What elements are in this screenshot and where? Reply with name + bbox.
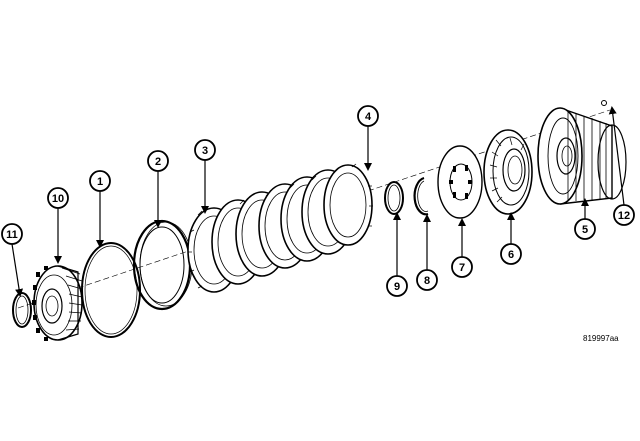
svg-text:8: 8 [424,275,430,287]
svg-text:5: 5 [582,224,588,236]
disc-07 [323,164,373,246]
svg-text:10: 10 [52,193,64,205]
part-6-piston [483,129,533,215]
svg-text:7: 7 [459,262,465,274]
part-11-snap-ring [12,292,32,328]
svg-text:3: 3 [202,145,208,157]
callout-4: 4 [357,105,379,127]
callout-3: 3 [194,139,216,161]
part-5-clutch-drum [537,107,627,205]
svg-text:9: 9 [394,281,400,293]
svg-text:11: 11 [6,229,18,241]
part-10-gear-hub [32,265,83,341]
svg-text:1: 1 [97,176,103,188]
svg-text:2: 2 [155,156,161,168]
callout-7: 7 [451,256,473,278]
part-2-ring-plate [132,219,193,311]
part-9-snap-ring [384,181,404,215]
part-7-spring-plate [437,145,483,219]
part-1-snap-ring [81,242,141,338]
disc-teeth [188,163,373,289]
svg-text:12: 12 [618,210,630,222]
part-8-snap-ring [413,176,429,216]
callout-10: 10 [47,187,69,209]
clutch-pack-discs [187,164,373,293]
callout-12: 12 [613,204,635,226]
leader-lines [11,106,625,297]
callout-9: 9 [386,275,408,297]
callout-11: 11 [1,223,23,245]
svg-text:4: 4 [365,111,372,123]
callout-6: 6 [500,243,522,265]
callout-8: 8 [416,269,438,291]
callout-1: 1 [89,170,111,192]
part-12-check-ball [601,100,607,106]
figure-reference-code: 819997aa [583,334,619,343]
callout-5: 5 [574,218,596,240]
callout-2: 2 [147,150,169,172]
svg-text:6: 6 [508,249,514,261]
assembly-axis [17,109,611,309]
